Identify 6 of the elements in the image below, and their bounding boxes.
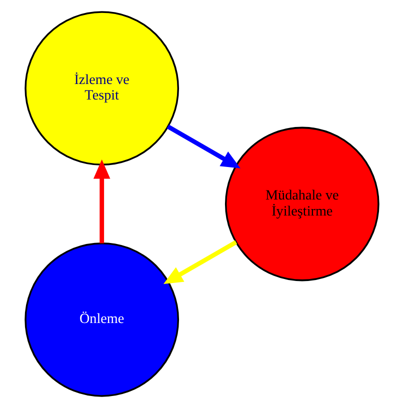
arrow bbox=[166, 124, 240, 168]
node-circle: Müdahale ve İyileştirme bbox=[224, 126, 380, 282]
arrow bbox=[164, 240, 238, 284]
node-circle: İzleme ve Tespit bbox=[24, 11, 180, 166]
node-circle: Önleme bbox=[24, 242, 180, 397]
arrow bbox=[93, 160, 110, 244]
